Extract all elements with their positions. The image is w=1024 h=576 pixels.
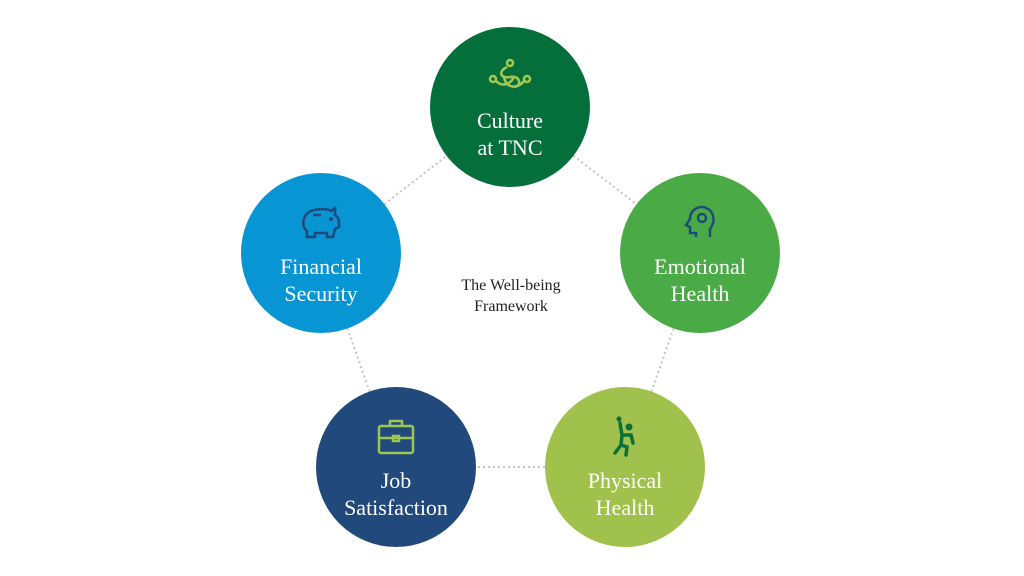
- node-circle: [545, 387, 705, 547]
- framework-title-line1: The Well-being: [461, 277, 560, 294]
- node-circle: [430, 27, 590, 187]
- node-job-satisfaction[interactable]: Job Satisfaction: [316, 387, 476, 547]
- node-label-line2: Health: [671, 281, 730, 306]
- node-circle: [316, 387, 476, 547]
- framework-title-line2: Framework: [474, 298, 548, 315]
- running-person-icon: [613, 416, 635, 457]
- node-label-line2: Health: [596, 495, 655, 520]
- node-label-line1: Emotional: [654, 254, 746, 279]
- piggy-bank-icon: [302, 205, 341, 239]
- briefcase-icon: [377, 419, 415, 455]
- community-icon: [488, 58, 532, 89]
- node-label-line2: Security: [284, 281, 357, 306]
- node-label-line1: Culture: [477, 108, 543, 133]
- node-label-line1: Financial: [280, 254, 362, 279]
- node-circle: [620, 173, 780, 333]
- node-label-line2: at TNC: [478, 135, 543, 160]
- node-circle: [241, 173, 401, 333]
- node-label-line1: Physical: [588, 468, 663, 493]
- node-label-line1: Job: [381, 468, 412, 493]
- head-gear-icon: [684, 205, 715, 237]
- node-physical-health[interactable]: Physical Health: [545, 387, 705, 547]
- node-culture[interactable]: Culture at TNC: [430, 27, 590, 187]
- node-financial-security[interactable]: Financial Security: [241, 173, 401, 333]
- node-label-line2: Satisfaction: [344, 495, 448, 520]
- node-emotional-health[interactable]: Emotional Health: [620, 173, 780, 333]
